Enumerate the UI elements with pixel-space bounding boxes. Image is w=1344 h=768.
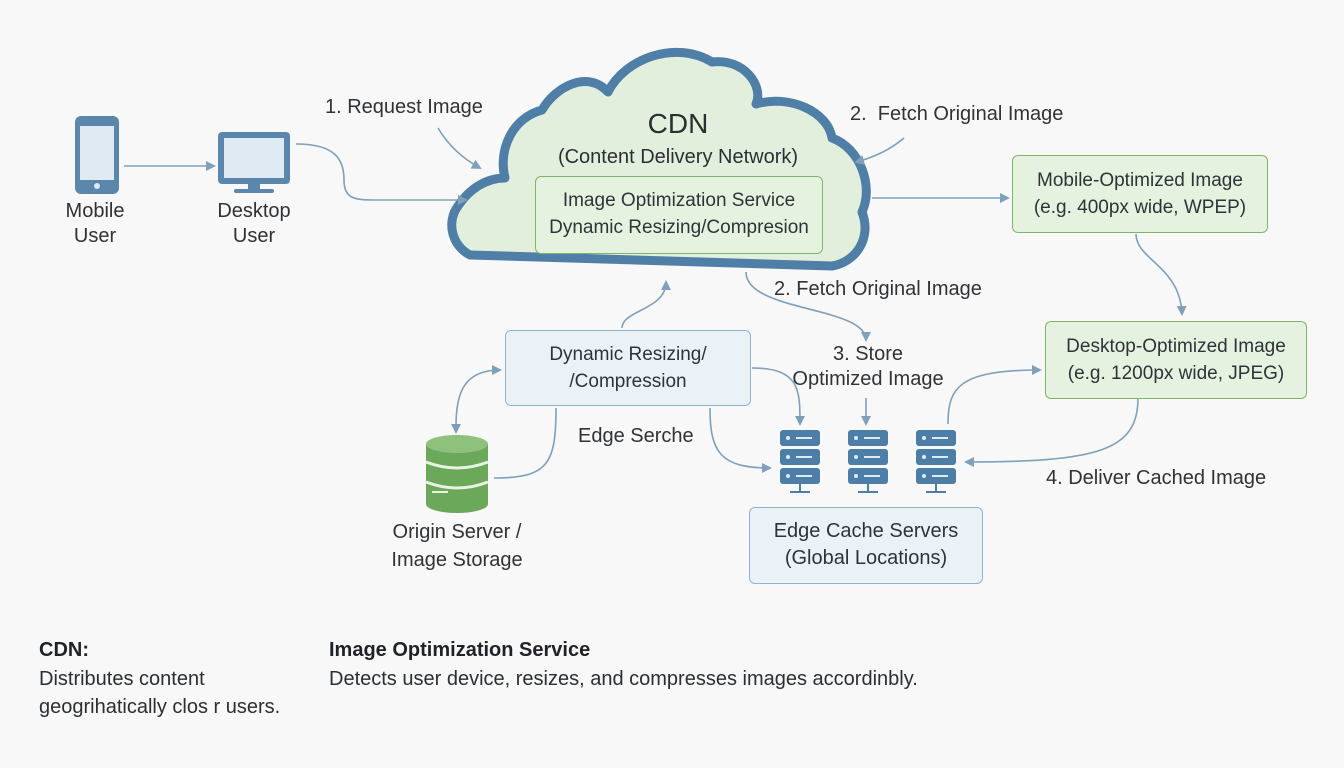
mobile-optimized-line2: (e.g. 400px wide, WPEP) [1033,197,1247,218]
edge-server-icon-2 [848,430,888,493]
mobile-phone-icon [75,116,119,194]
edge-server-icon-3 [916,430,956,493]
legend-cdn-heading: CDN: [39,639,89,661]
legend-cdn-line1: Distributes content [39,668,205,690]
edge-cache-servers-box: Edge Cache Servers (Global Locations) [749,507,983,584]
desktop-user-line1: Desktop [217,200,291,222]
arrow-fetch-label [854,137,905,165]
desktop-optimized-image-box: Desktop-Optimized Image (e.g. 1200px wid… [1045,321,1307,399]
cdn-subtitle: (Content Delivery Network) [557,146,799,168]
edge-cache-line1: Edge Cache Servers [773,520,959,542]
desktop-user-label: Desktop User [204,199,304,249]
database-icon [425,435,489,513]
arrow-edge-to-server1 [709,407,772,473]
step-fetch-top-label: 2. Fetch Original Image [850,103,1064,125]
arrow-desktop-optimized-to-server3 [964,397,1139,467]
step-request-label: 1. Request Image [325,96,483,118]
mobile-user-label: Mobile User [50,199,140,249]
service-box-line2: Dynamic Resizing/Compresion [549,217,809,238]
arrow-request-label [437,127,482,169]
step-store-line2: Optimized Image [792,368,944,390]
dynamic-resizing-line1: Dynamic Resizing/ [549,344,707,365]
legend-cdn-line2: geogrihatically clos r users. [39,696,281,718]
edge-server-icon-1 [780,430,820,493]
mobile-user-line1: Mobile [65,200,125,222]
arrow-origin-return [493,407,557,479]
arrow-cdn-to-store [745,271,871,342]
arrow-origin-to-dynamic [451,365,502,434]
connector-arrows [124,127,1187,479]
legend-service-heading: Image Optimization Service [329,639,591,661]
arrow-server3-to-desktop-optimized [947,365,1042,425]
desktop-optimized-line2: (e.g. 1200px wide, JPEG) [1067,363,1285,384]
origin-line1: Origin Server / [392,521,522,543]
arrow-dynamic-to-server1 [751,367,805,426]
mobile-user-line2: User [73,225,117,247]
image-optimization-service-box: Image Optimization Service Dynamic Resiz… [535,176,823,254]
edge-cache-line2: (Global Locations) [784,547,948,569]
origin-server-label: Origin Server / Image Storage [376,518,538,574]
desktop-optimized-line1: Desktop-Optimized Image [1066,336,1286,357]
arrow-desktop-to-cdn [295,143,468,205]
cdn-title: CDN [647,108,709,139]
legend-service-line1: Detects user device, resizes, and compre… [329,668,918,690]
arrow-dynamic-to-cdn [621,280,671,329]
mobile-optimized-line1: Mobile-Optimized Image [1037,170,1243,191]
arrow-mobile-to-desktop-optimized [1135,233,1187,316]
step-store-line1: 3. Store [832,343,904,365]
service-box-line1: Image Optimization Service [562,190,796,211]
edge-serche-label: Edge Serche [578,425,694,447]
step-store-label: 3. Store Optimized Image [786,342,950,392]
desktop-user-line2: User [232,225,276,247]
step-deliver-label: 4. Deliver Cached Image [1046,467,1267,489]
mobile-optimized-image-box: Mobile-Optimized Image (e.g. 400px wide,… [1012,155,1268,233]
origin-line2: Image Storage [391,549,523,571]
desktop-monitor-icon [218,132,290,193]
step-fetch-mid-label: 2. Fetch Original Image [774,278,982,300]
dynamic-resizing-line2: /Compression [569,371,687,392]
dynamic-resizing-box: Dynamic Resizing/ /Compression [505,330,751,406]
